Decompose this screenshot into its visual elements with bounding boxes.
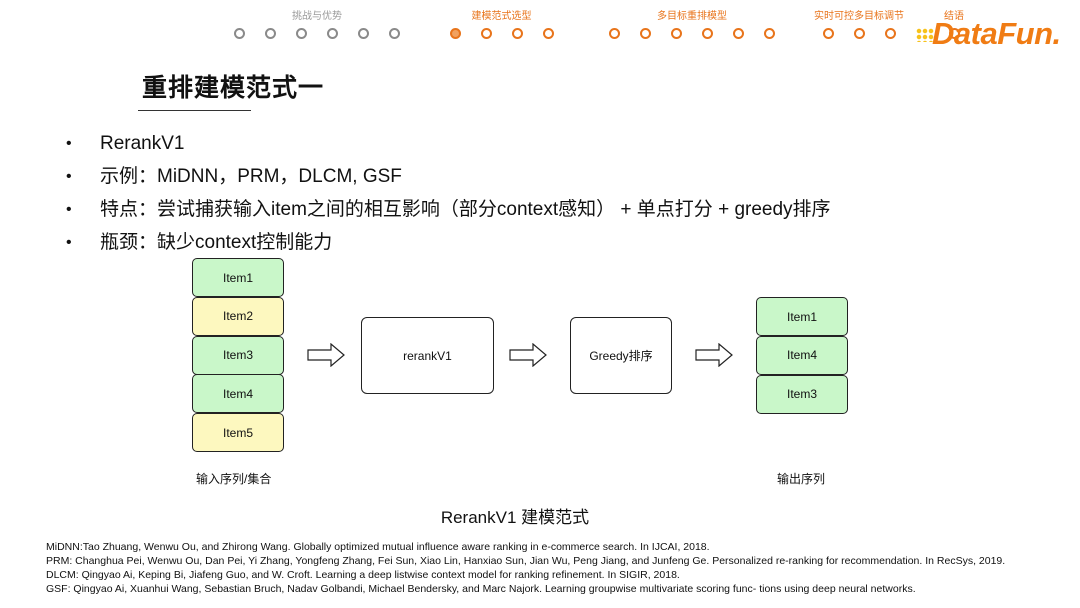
nav-dot[interactable] [234,28,245,39]
nav-dot[interactable] [884,28,896,39]
reference-item: GSF: Qingyao Ai, Xuanhui Wang, Sebastian… [46,583,916,595]
nav-dot[interactable] [609,28,620,39]
nav-dot[interactable] [822,28,834,39]
nav-dot[interactable] [948,28,960,39]
item-box: Item1 [756,297,848,336]
arrow-right-icon [509,343,547,367]
nav-dot[interactable] [389,28,400,39]
reference-item: MiDNN:Tao Zhuang, Wenwu Ou, and Zhirong … [46,541,710,553]
nav-dot[interactable] [449,28,461,39]
nav-dot[interactable] [511,28,523,39]
nav-dot[interactable] [265,28,276,39]
nav-label: 挑战与优势 [292,11,342,22]
item-box: Item3 [756,374,848,414]
nav-dots [449,28,554,39]
nav-dot[interactable] [640,28,651,39]
nav-dot[interactable] [702,28,713,39]
item-box: Item2 [192,296,284,336]
input-caption: 输入序列/集合 [196,472,272,486]
references: MiDNN:Tao Zhuang, Wenwu Ou, and Zhirong … [46,540,1056,596]
arrow-right-icon [307,343,345,367]
nav-dot[interactable] [327,28,338,39]
nav-section-challenges[interactable]: 挑战与优势 [226,11,408,39]
nav-section-multi-objective[interactable]: 多目标重排模型 [601,11,783,39]
nav-section-realtime[interactable]: 实时可控多目标调节 [804,11,914,39]
reference-item: PRM: Changhua Pei, Wenwu Ou, Dan Pei, Yi… [46,555,1006,567]
model-label: rerankV1 [403,348,452,363]
nav-dots [804,28,914,39]
rerank-v1-model-box: rerankV1 [361,317,494,394]
nav-dot[interactable] [733,28,744,39]
datafun-logo: DataFun. [916,16,1061,52]
greedy-sort-box: Greedy排序 [570,317,672,394]
nav-section-conclusion[interactable]: 结语 [934,11,974,39]
item-box: Item4 [192,374,284,414]
nav-dots [601,28,783,39]
nav-label: 结语 [944,11,964,22]
bullet-item: RerankV1 [66,127,831,160]
reference-item: DLCM: Qingyao Ai, Keping Bi, Jiafeng Guo… [46,569,680,581]
item-box: Item3 [192,335,284,375]
nav-dot[interactable] [671,28,682,39]
nav-section-paradigm[interactable]: 建模范式选型 [449,11,554,39]
nav-dot[interactable] [764,28,775,39]
nav-dot[interactable] [296,28,307,39]
page-title: 重排建模范式一 [142,74,325,102]
logo-text: DataFun. [932,16,1061,51]
nav-dot[interactable] [542,28,554,39]
nav-dot[interactable] [853,28,865,39]
nav-label: 多目标重排模型 [657,11,727,22]
output-caption: 输出序列 [777,472,826,486]
bullet-item: 示例：MiDNN，PRM，DLCM, GSF [66,160,831,193]
bullet-item: 特点：尝试捕获输入item之间的相互影响（部分context感知） + 单点打分… [66,193,831,226]
item-box: Item1 [192,258,284,297]
diagram-caption: RerankV1 建模范式 [440,508,590,527]
title-underline [138,110,251,111]
logo-dots-icon [916,28,934,42]
nav-dots [226,28,408,39]
arrow-right-icon [695,343,733,367]
item-box: Item4 [756,335,848,375]
bullet-item: 瓶颈：缺少context控制能力 [66,226,831,259]
nav-label: 建模范式选型 [471,11,532,22]
nav-dot[interactable] [480,28,492,39]
sort-label: Greedy排序 [589,349,653,363]
nav-dots [934,28,974,39]
nav-label: 实时可控多目标调节 [814,11,904,22]
bullet-list: RerankV1 示例：MiDNN，PRM，DLCM, GSF 特点：尝试捕获输… [66,127,831,259]
item-box: Item5 [192,413,284,453]
nav-dot[interactable] [358,28,369,39]
